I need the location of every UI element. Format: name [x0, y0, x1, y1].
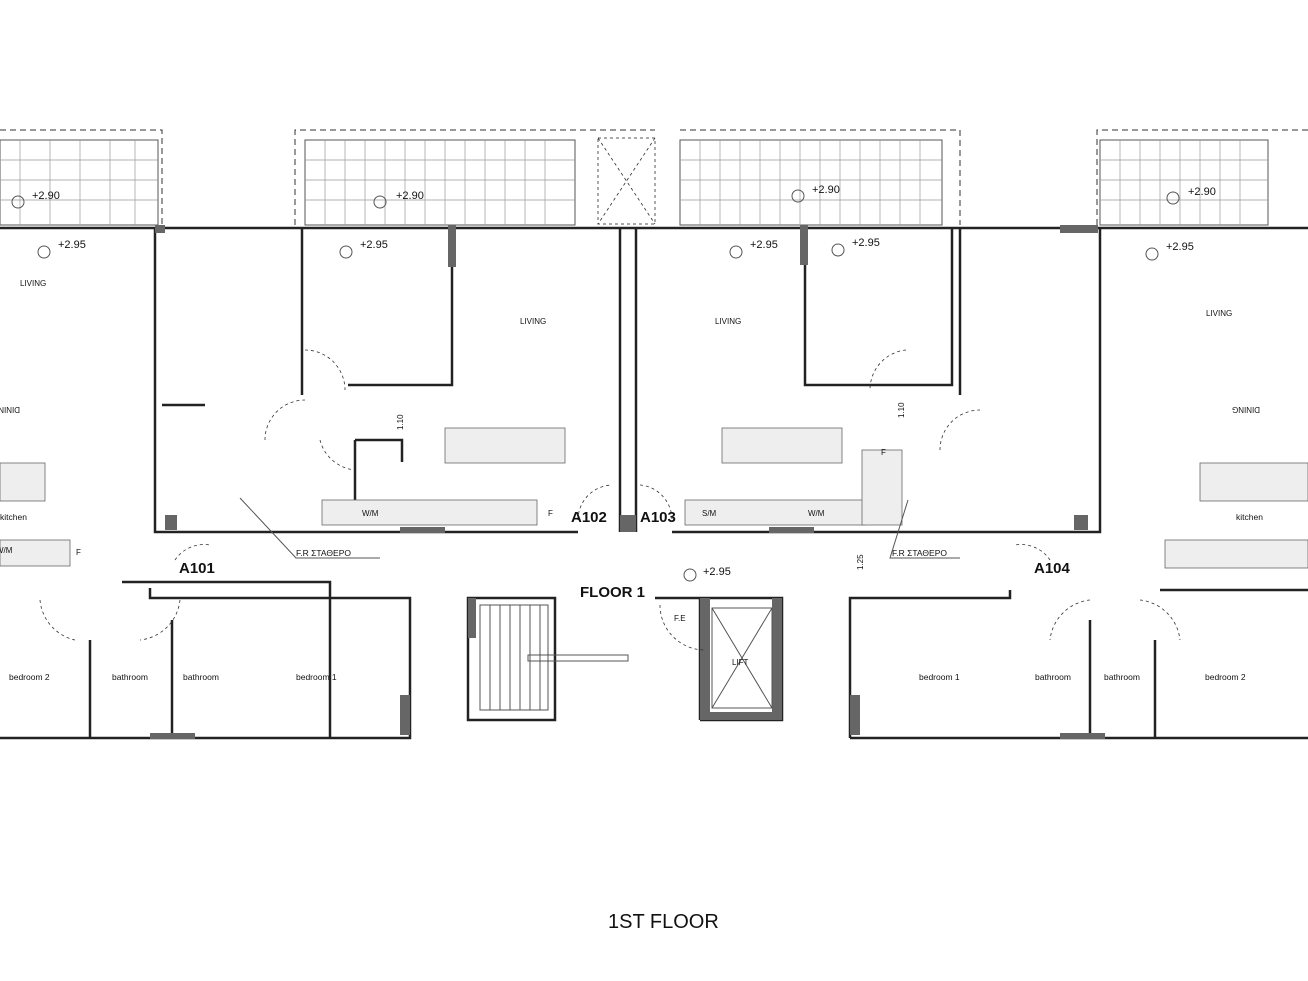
- fixed-glass-label: F.R ΣΤΑΘΕΡΟ: [892, 548, 947, 558]
- drawing-title: 1ST FLOOR: [608, 911, 719, 933]
- room-label-living: LIVING: [715, 317, 741, 326]
- room-label-bathroom: bathroom: [112, 672, 148, 682]
- dimension-label: 1.25: [856, 554, 865, 570]
- balcony-level: +2.90: [812, 184, 840, 196]
- room-label-bedroom-2: bedroom 2: [9, 672, 50, 682]
- room-label-bedroom-1: bedroom 1: [919, 672, 960, 682]
- room-label-living: LIVING: [1206, 309, 1232, 318]
- room-label-dining: DINING: [1232, 405, 1260, 414]
- fridge-label: F: [881, 448, 886, 457]
- floor-level: +2.95: [852, 237, 880, 249]
- unit-label-a101: A101: [179, 560, 215, 577]
- floor-level: +2.95: [750, 239, 778, 251]
- washing-machine-label: W/M: [0, 546, 13, 555]
- fridge-label: F: [76, 548, 81, 557]
- balcony-level: +2.90: [1188, 186, 1216, 198]
- room-label-dining: DINING: [0, 405, 20, 414]
- fixed-glass-label: F.R ΣΤΑΘΕΡΟ: [296, 548, 351, 558]
- washing-machine-label: W/M: [808, 509, 825, 518]
- room-label-kitchen: kitchen: [1236, 512, 1263, 522]
- labels: +2.90 +2.90 +2.90 +2.90 +2.95 +2.95 +2.9…: [0, 184, 1263, 933]
- floor-label: FLOOR 1: [580, 584, 645, 601]
- dishwasher-label: S/M: [702, 509, 717, 518]
- balconies: [0, 129, 1308, 226]
- floor-level: +2.95: [703, 566, 731, 578]
- lift-label: LIFT: [732, 658, 749, 667]
- room-label-bathroom: bathroom: [1035, 672, 1071, 682]
- washing-machine-label: W/M: [362, 509, 379, 518]
- room-label-bathroom: bathroom: [1104, 672, 1140, 682]
- balcony-level: +2.90: [396, 190, 424, 202]
- room-label-bedroom-1: bedroom 1: [296, 672, 337, 682]
- unit-label-a103: A103: [640, 509, 676, 526]
- columns: [150, 225, 1105, 739]
- level-markers: [11, 189, 1180, 582]
- room-label-living: LIVING: [520, 317, 546, 326]
- dimension-label: 1.10: [396, 414, 405, 430]
- floor-level: +2.95: [360, 239, 388, 251]
- walls: [0, 226, 1308, 740]
- floor-level: +2.95: [58, 239, 86, 251]
- room-label-living: LIVING: [20, 279, 46, 288]
- counters: [0, 427, 1308, 569]
- unit-label-a104: A104: [1034, 560, 1071, 577]
- room-label-bedroom-2: bedroom 2: [1205, 672, 1246, 682]
- lift: [711, 607, 773, 709]
- fridge-label: F: [548, 509, 553, 518]
- stair: [479, 604, 629, 711]
- dimension-label: 1.10: [897, 402, 906, 418]
- fire-extinguisher-label: F.E: [674, 614, 686, 623]
- room-label-kitchen: kitchen: [0, 512, 27, 522]
- door-swings: [39, 349, 1181, 651]
- floor-level: +2.95: [1166, 241, 1194, 253]
- balcony-level: +2.90: [32, 190, 60, 202]
- unit-label-a102: A102: [571, 509, 607, 526]
- room-label-bathroom: bathroom: [183, 672, 219, 682]
